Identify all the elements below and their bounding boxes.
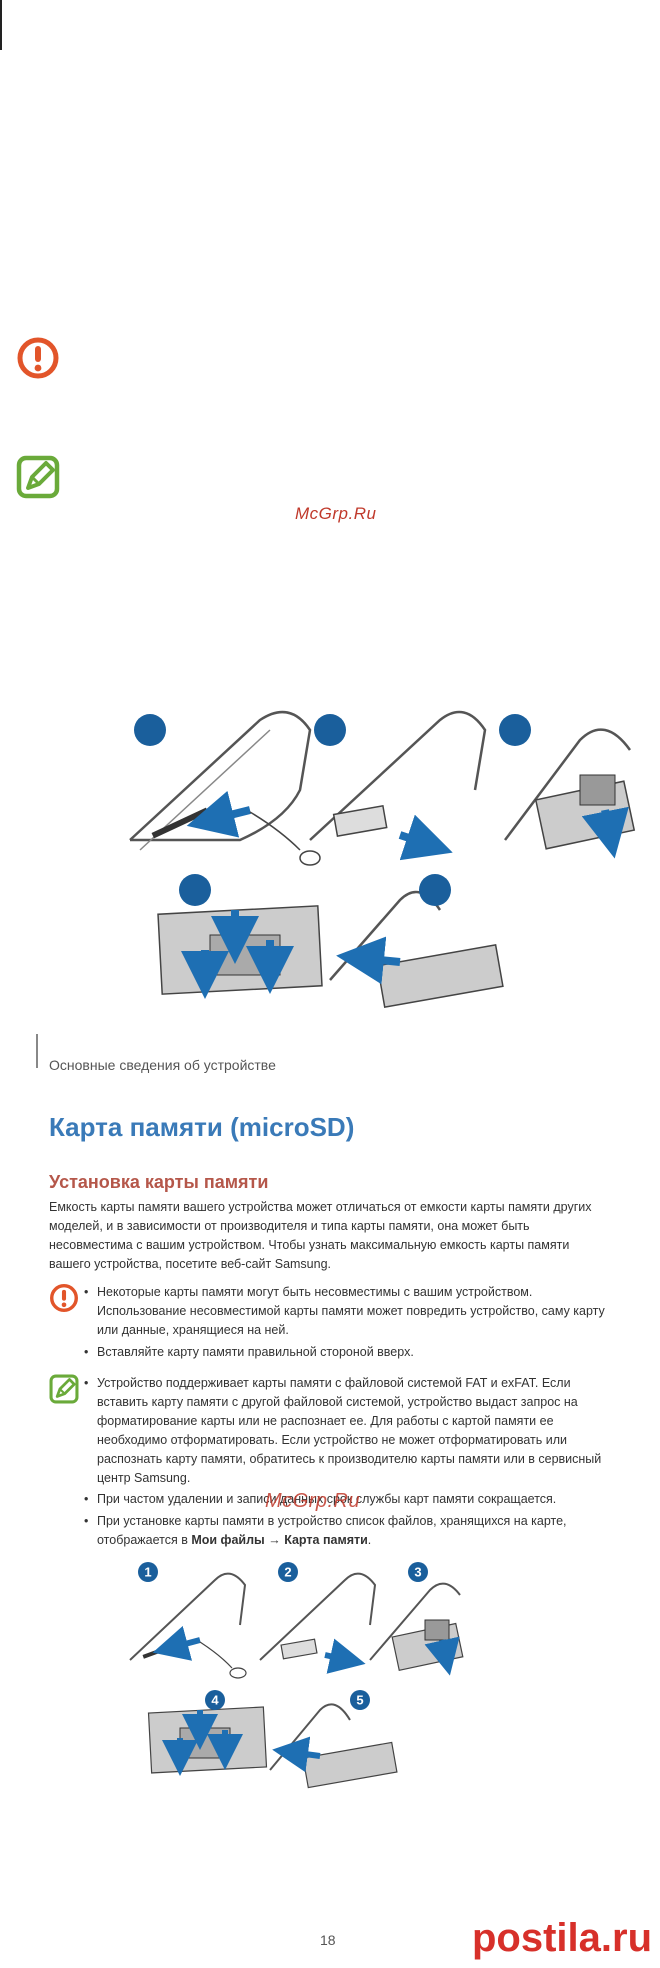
step-4-badge: 4 — [205, 1690, 225, 1710]
step-2-badge — [314, 714, 346, 746]
step-1-panel — [129, 710, 321, 866]
note-bullet: Устройство поддерживает карты памяти с ф… — [84, 1374, 607, 1488]
watermark-text: McGrp.Ru — [295, 504, 377, 523]
step-5-badge: 5 — [350, 1690, 370, 1710]
warning-bullet: Некоторые карты памяти могут быть несовм… — [84, 1283, 607, 1340]
step-5-panel — [329, 890, 504, 1008]
brand-tld: ru — [612, 1916, 652, 1960]
brand-dot: . — [600, 1916, 612, 1960]
note-icon — [16, 455, 60, 499]
step-1-badge: 1 — [138, 1562, 158, 1582]
step-1-number: 1 — [144, 1565, 151, 1580]
path-my-files: Мои файлы — [191, 1533, 265, 1547]
note-bullet: При установке карты памяти в устройство … — [84, 1512, 607, 1550]
warning-bullet: Вставляйте карту памяти правильной сторо… — [84, 1343, 607, 1362]
path-arrow: → — [264, 1533, 285, 1547]
step-2-panel — [309, 710, 487, 861]
intro-paragraph: Емкость карты памяти вашего устройства м… — [49, 1200, 592, 1271]
note-bullet: При частом удалении и записи данных срок… — [84, 1490, 607, 1509]
step-3-badge: 3 — [408, 1562, 428, 1582]
step-2-number: 2 — [284, 1565, 291, 1580]
last-bullet-prefix: При установке карты памяти в устройство … — [97, 1514, 567, 1547]
brand-logo: postila.ru — [472, 1916, 652, 1961]
sim-tray-illustration-large — [129, 710, 636, 1008]
step-5-number: 5 — [356, 1693, 363, 1708]
section-header: Основные сведения об устройстве — [49, 1057, 276, 1073]
warning-icon — [50, 1284, 78, 1312]
step-4-badge — [179, 874, 211, 906]
section-header-bar — [36, 1034, 38, 1068]
corner-line — [0, 0, 2, 50]
watermark-text: McGrp.Ru — [265, 1490, 361, 1512]
page-number: 18 — [320, 1932, 336, 1948]
sim-tray-illustration: 1 2 3 4 5 — [129, 1562, 464, 1789]
step-3-panel — [504, 728, 636, 859]
step-3-badge — [499, 714, 531, 746]
page-title: Карта памяти (microSD) — [49, 1112, 355, 1142]
note-icon — [49, 1374, 79, 1404]
last-bullet-suffix: . — [367, 1533, 372, 1547]
step-4-panel — [157, 905, 323, 999]
section-subtitle: Установка карты памяти — [49, 1172, 269, 1192]
warning-icon — [17, 337, 59, 379]
brand-name: postila — [471, 1916, 601, 1960]
step-1-badge — [134, 714, 166, 746]
step-5-badge — [419, 874, 451, 906]
path-memory-card: Карта памяти — [284, 1533, 368, 1547]
step-3-number: 3 — [414, 1565, 421, 1580]
step-4-number: 4 — [211, 1693, 219, 1708]
step-2-badge: 2 — [278, 1562, 298, 1582]
